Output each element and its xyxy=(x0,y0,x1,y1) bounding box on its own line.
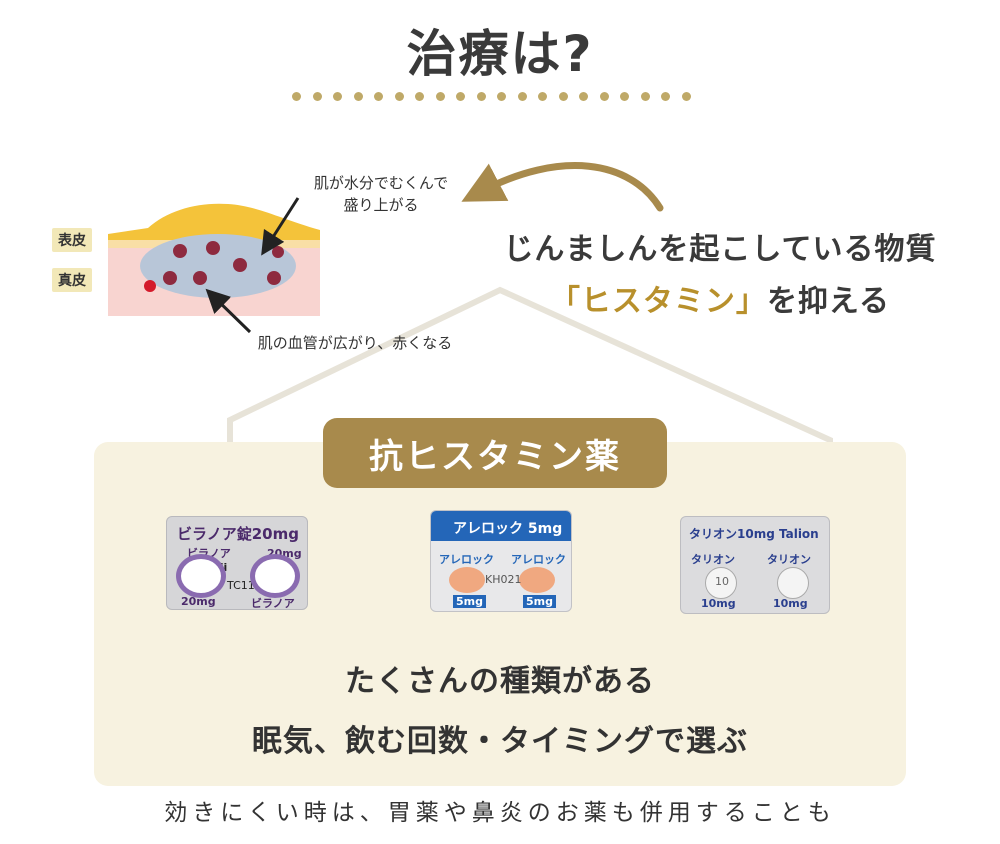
divider-dot xyxy=(620,92,629,101)
divider-dot xyxy=(640,92,650,101)
tablet xyxy=(705,567,737,599)
blood-cell xyxy=(163,271,177,285)
blood-cell xyxy=(193,271,207,285)
divider-dot xyxy=(517,92,527,101)
tablet xyxy=(449,567,485,593)
annotation-vessels: 肌の血管が広がり、赤くなる xyxy=(257,334,453,352)
divider-dot xyxy=(579,92,588,101)
drug-variety-text: たくさんの種類がある xyxy=(345,664,655,699)
divider-dot xyxy=(353,92,363,101)
histamine-highlight: 「ヒスタミン」 xyxy=(549,284,767,319)
drug-pack-talion: タリオン10mg Talion タリオン タリオン 10 10mg 10mg xyxy=(680,516,830,614)
divider-dot xyxy=(394,92,404,101)
title-divider-dots xyxy=(292,92,712,104)
page-title: 治療は? xyxy=(406,25,594,83)
drug-pack-bilanoa: ビラノア錠20mg ビラノア 20mg meiji TC11 20mg ビラノア xyxy=(166,516,308,610)
annotation-swelling: 肌が水分でむくんで 盛り上がる xyxy=(313,174,449,214)
divider-dot xyxy=(497,92,506,101)
footer-note: 効きにくい時は、胃薬や鼻炎のお薬も併用することも xyxy=(164,800,836,826)
divider-dot xyxy=(681,92,691,101)
divider-dot xyxy=(538,92,547,101)
drug-pack-allelock: アレロック 5mg アレロック アレロック KH021 5mg 5mg xyxy=(430,510,572,612)
blood-cell xyxy=(267,271,281,285)
blood-cell xyxy=(173,244,187,258)
blood-cell xyxy=(233,258,247,272)
label-dermis: 真皮 xyxy=(52,268,92,292)
divider-dot xyxy=(661,92,670,101)
antihistamine-title: 抗ヒスタミン薬 xyxy=(323,418,667,488)
divider-dot xyxy=(435,92,445,101)
divider-dot xyxy=(599,92,609,101)
divider-dot xyxy=(456,92,465,101)
divider-dot xyxy=(558,92,568,101)
antihistamine-panel xyxy=(94,442,906,786)
histamine-explanation: じんましんを起こしている物質 「ヒスタミン」を抑える xyxy=(503,232,937,319)
divider-dot xyxy=(333,92,342,101)
tablet xyxy=(181,559,221,593)
tablet xyxy=(519,567,555,593)
drug-selection-text: 眠気、飲む回数・タイミングで選ぶ xyxy=(252,724,748,759)
blood-cell xyxy=(144,280,156,292)
tablet xyxy=(777,567,809,599)
label-epidermis: 表皮 xyxy=(52,228,92,252)
tablet xyxy=(255,559,295,593)
diagram-arrows xyxy=(205,162,664,334)
divider-dot xyxy=(374,92,383,101)
divider-dot xyxy=(292,92,301,101)
divider-dot xyxy=(312,92,322,101)
divider-dot xyxy=(415,92,424,101)
divider-dot xyxy=(476,92,486,101)
blood-cell xyxy=(206,241,220,255)
